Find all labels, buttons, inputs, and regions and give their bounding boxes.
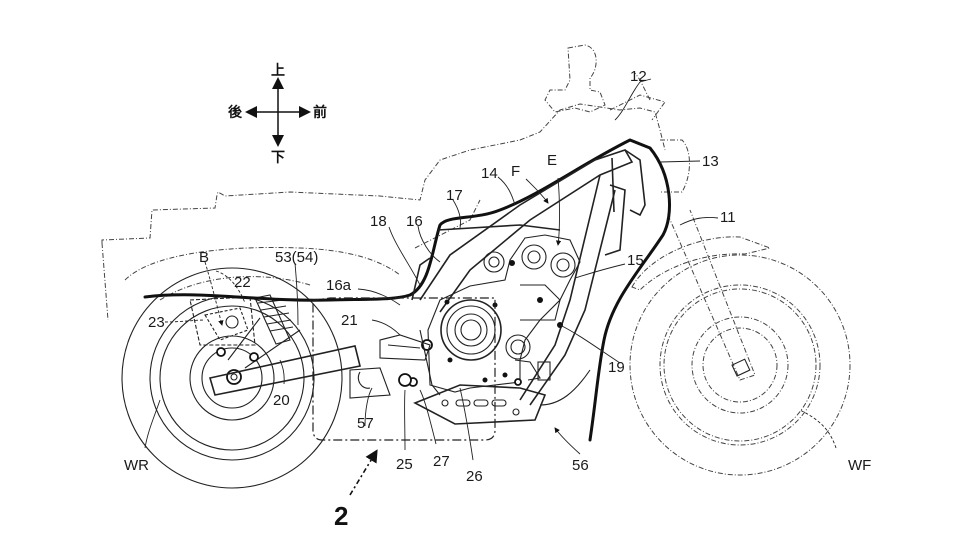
label-WR: WR [124, 457, 149, 474]
label-F: F [511, 163, 520, 180]
rear-shock [189, 294, 294, 346]
rear-brake-assembly [204, 307, 249, 341]
direction-up-label: 上 [271, 63, 285, 79]
label-11: 11 [720, 209, 736, 226]
label-25: 25 [396, 456, 413, 473]
frame-cover-outline [143, 138, 672, 442]
reference-labels: 12 13 11 F E 14 17 16 18 15 16a 53(54) B… [124, 68, 871, 531]
engine [408, 234, 581, 393]
front-fender-phantom [631, 236, 772, 291]
label-21: 21 [341, 312, 358, 329]
step-bracket [349, 329, 441, 399]
label-23: 23 [148, 314, 165, 331]
label-22: 22 [234, 274, 251, 291]
label-17: 17 [446, 187, 463, 204]
handlebar-phantom [544, 44, 606, 113]
lower-frame-rail [539, 369, 591, 406]
label-E: E [547, 152, 557, 169]
label-27: 27 [433, 453, 450, 470]
label-14: 14 [481, 165, 498, 182]
skid-plate [413, 369, 591, 425]
label-15: 15 [627, 252, 644, 269]
headlight-phantom [660, 139, 690, 193]
engine-bolts [408, 260, 563, 387]
rear-fender-phantom [101, 242, 109, 321]
figure-pointer-arrow-icon [349, 449, 378, 496]
direction-down-label: 下 [271, 150, 285, 166]
label-12: 12 [630, 68, 647, 85]
label-18: 18 [370, 213, 387, 230]
label-WF: WF [848, 457, 871, 474]
label-56: 56 [572, 457, 589, 474]
label-19: 19 [608, 359, 625, 376]
leader-lines [144, 78, 837, 461]
detail-region-outline [310, 297, 496, 441]
front-wheel [629, 254, 851, 476]
label-57: 57 [357, 415, 374, 432]
label-26: 26 [466, 468, 483, 485]
label-53-54: 53(54) [275, 249, 318, 266]
direction-rear-label: 後 [228, 104, 243, 121]
direction-front-label: 前 [313, 104, 327, 121]
front-fork-phantom [667, 209, 756, 381]
label-13: 13 [702, 153, 719, 170]
label-B: B [199, 249, 209, 266]
cover-outline-thick [143, 138, 672, 442]
swing-arm [208, 317, 361, 396]
figure-number: 2 [334, 501, 348, 531]
label-16a: 16a [326, 277, 352, 294]
label-16: 16 [406, 213, 423, 230]
label-20: 20 [273, 392, 290, 409]
direction-indicator: 上 下 後 前 [228, 63, 327, 166]
